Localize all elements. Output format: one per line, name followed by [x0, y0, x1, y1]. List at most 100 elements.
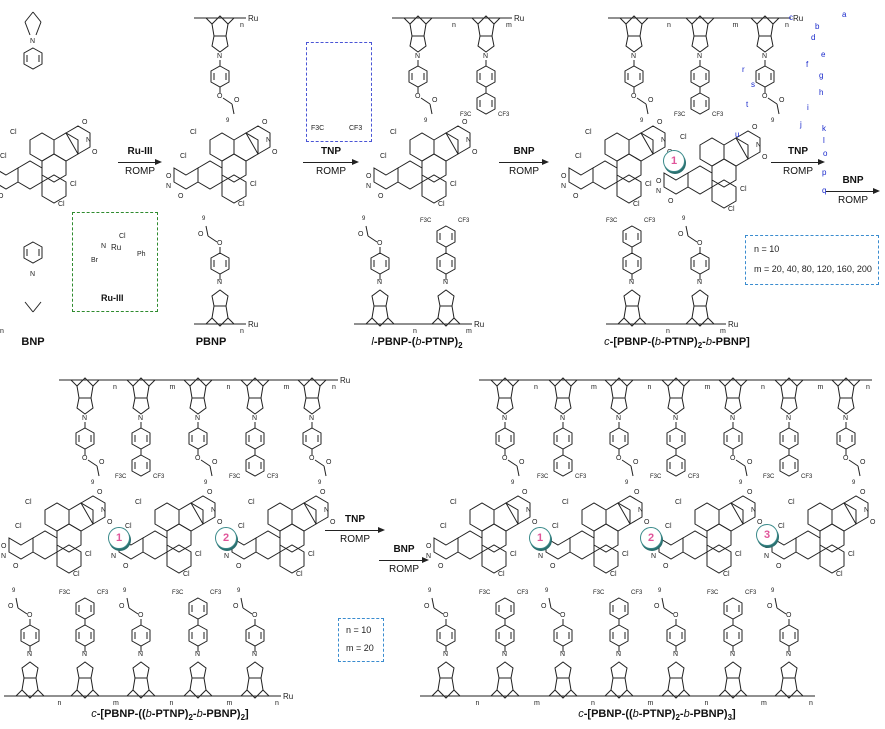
subscript-n: n	[866, 384, 870, 391]
backbone-unit	[548, 377, 578, 415]
bond	[744, 465, 748, 477]
n-atom: N	[538, 553, 543, 560]
repeat-9: 9	[625, 480, 629, 486]
o-atom: O	[541, 603, 547, 610]
repeat-9: 9	[682, 216, 686, 222]
param-m: m = 20, 40, 80, 120, 160, 200	[754, 264, 872, 274]
n-atom: N	[560, 651, 565, 658]
repeat-9: 9	[424, 118, 428, 124]
n-atom: N	[443, 279, 448, 286]
o-atom: O	[757, 519, 763, 526]
phenyl-ring	[131, 454, 151, 477]
bond	[636, 97, 647, 105]
arrow-icon	[826, 188, 880, 195]
nmr-label-g: g	[819, 71, 824, 80]
n-atom: N	[697, 279, 702, 286]
repeat-9: 9	[771, 118, 775, 124]
nmr-label-h: h	[819, 88, 824, 97]
br-atom: Br	[91, 257, 98, 264]
method: ROMP	[316, 166, 346, 177]
o-atom: O	[644, 519, 650, 526]
arrow-icon	[303, 159, 359, 166]
subscript-n: n	[275, 700, 279, 707]
repeat-9: 9	[852, 480, 856, 486]
bond	[776, 607, 787, 615]
n-atom: N	[673, 415, 678, 422]
o-atom: O	[0, 193, 4, 200]
perylene-diimide-core	[8, 495, 106, 574]
backbone-unit	[240, 377, 270, 415]
repeat-9: 9	[362, 216, 366, 222]
backbone-unit	[15, 661, 45, 699]
backbone-unit	[685, 289, 715, 327]
n-atom: N	[656, 188, 661, 195]
n-atom: N	[730, 415, 735, 422]
n-atom: N	[651, 553, 656, 560]
o-atom: O	[198, 231, 204, 238]
n-atom: N	[27, 651, 32, 658]
text: -PTNP)	[421, 336, 459, 348]
repeat-9: 9	[202, 216, 206, 222]
subscript-n: n	[227, 384, 231, 391]
cl-atom: Cl	[85, 551, 92, 558]
phenyl-ring	[553, 427, 573, 450]
subscript: 2	[188, 713, 193, 723]
bond	[420, 97, 431, 105]
subscript-m: m	[227, 700, 233, 707]
o-atom: O	[561, 173, 567, 180]
catalyst-label: Ru-III	[101, 293, 124, 303]
bond	[32, 301, 42, 313]
o-atom: O	[166, 173, 172, 180]
o-atom: O	[786, 612, 792, 619]
subscript-n: n	[785, 22, 789, 29]
n-atom: N	[502, 651, 507, 658]
cf3-group: CF3	[801, 474, 813, 480]
cf3-group: CF3	[712, 112, 724, 118]
phenyl-ring	[210, 252, 230, 275]
o-atom: O	[8, 603, 14, 610]
cf3-group: CF3	[210, 590, 222, 596]
phenyl-ring	[370, 252, 390, 275]
perylene-diimide-core	[173, 125, 271, 204]
arrow-icon	[325, 527, 385, 534]
bond	[24, 21, 31, 36]
o-atom: O	[13, 563, 19, 570]
o-atom: O	[326, 459, 332, 466]
subscript-m: m	[733, 22, 739, 29]
phenyl-ring	[666, 427, 686, 450]
phenyl-ring	[755, 65, 775, 88]
n-atom: N	[252, 415, 257, 422]
o-atom: O	[262, 119, 268, 126]
o-atom: O	[236, 563, 242, 570]
backbone-unit	[205, 15, 235, 53]
param-m: m = 20	[346, 643, 374, 653]
cl-atom: Cl	[498, 571, 505, 578]
cl-atom: Cl	[450, 499, 457, 506]
backbone-unit	[490, 661, 520, 699]
n-atom: N	[616, 651, 621, 658]
cycle-marker-1: 1	[529, 527, 551, 549]
o-atom: O	[195, 455, 201, 462]
n-atom: N	[1, 553, 6, 560]
perylene-diimide-core	[0, 125, 91, 204]
bond	[128, 607, 139, 615]
n-atom: N	[217, 279, 222, 286]
phenyl-ring	[723, 597, 743, 620]
bond	[661, 597, 665, 609]
backbone-unit	[685, 15, 715, 53]
cf3-group: CF3	[267, 474, 279, 480]
cl-atom: Cl	[788, 499, 795, 506]
backbone-unit	[718, 661, 748, 699]
perylene-diimide-core	[231, 495, 329, 574]
backbone-unit	[471, 15, 501, 53]
bond	[17, 607, 28, 615]
backbone-unit	[365, 289, 395, 327]
phenyl-ring	[20, 624, 40, 647]
text: -PBNP-(	[373, 336, 416, 348]
f3c-group: F3C	[479, 590, 491, 596]
o-atom: O	[92, 149, 98, 156]
phenyl-ring	[609, 624, 629, 647]
text: -PBNP)	[689, 708, 728, 720]
phenyl-ring	[495, 427, 515, 450]
